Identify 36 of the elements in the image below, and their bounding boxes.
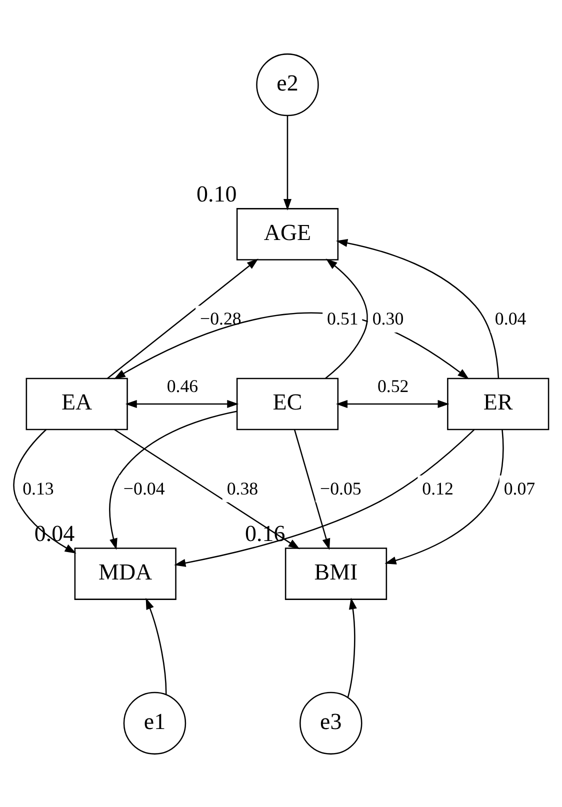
node-box: EC (236, 377, 339, 430)
edge-label: 0.51 (327, 308, 358, 328)
arrow (325, 258, 368, 378)
arrow (109, 410, 237, 550)
node-box: MDA (74, 547, 176, 600)
edge-label: 0.46 (166, 376, 198, 396)
node-label: 0.10 (196, 181, 237, 206)
arrow (336, 399, 450, 408)
node-box: EA (26, 377, 128, 430)
arrow (125, 399, 239, 408)
edge-label: 0.04 (494, 308, 526, 328)
arrow (347, 597, 357, 697)
node-circle: e1 (123, 691, 186, 754)
edge-label: 0.38 (226, 478, 258, 498)
arrow (174, 428, 474, 566)
edge-label: 0.30 (372, 308, 404, 328)
arrow (336, 238, 500, 378)
arrow (294, 428, 330, 550)
edge-label: 0.13 (22, 478, 54, 498)
arrow (146, 597, 167, 694)
node-box: ER (447, 377, 550, 430)
edge-label: −0.05 (320, 478, 362, 498)
node-box: AGE (236, 208, 339, 260)
arrow (283, 115, 292, 210)
node-circle: e3 (300, 691, 362, 754)
arrow (107, 258, 258, 378)
edge-label: −0.28 (200, 308, 242, 328)
edge-label: 0.12 (422, 478, 454, 498)
edge-label: −0.04 (123, 478, 165, 498)
arrow (384, 429, 504, 564)
node-box: BMI (284, 547, 388, 600)
edge-label: 0.07 (504, 478, 536, 498)
arrow (13, 428, 76, 553)
edge-label: 0.52 (377, 376, 409, 396)
node-circle: e2 (256, 52, 319, 116)
arrow (114, 428, 300, 549)
